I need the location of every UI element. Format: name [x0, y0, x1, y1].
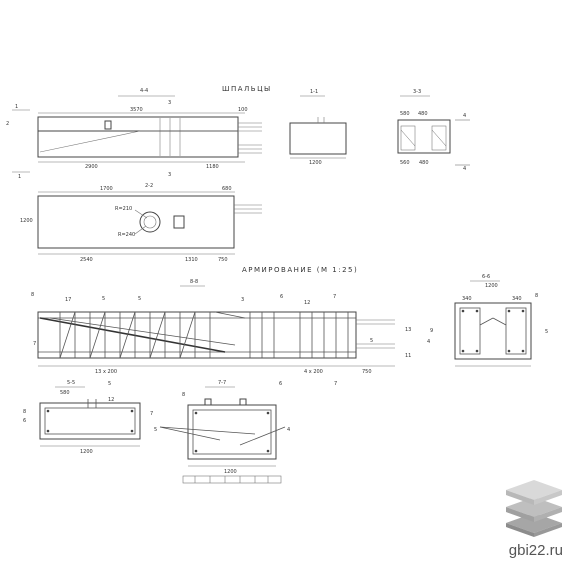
mark-5a: 5 — [102, 296, 105, 302]
beam-plan-2-2 — [37, 195, 235, 249]
dim-580-33: 580 — [400, 111, 410, 117]
mark-8-77: 8 — [182, 392, 185, 398]
dim-1200-55: 1200 — [80, 449, 93, 455]
mark-11: 11 — [405, 353, 411, 359]
lifting-loop — [104, 120, 112, 130]
dim-2900: 2900 — [85, 164, 98, 170]
view-6-6-label: 6-6 — [482, 274, 490, 280]
radius-210: R=210 — [115, 206, 132, 212]
beam-reinforcement-frame — [37, 311, 357, 359]
section-mark-1-bottom: 1 — [18, 174, 21, 180]
view-7-7: 7-7 8 5 4 1200 — [154, 380, 290, 484]
dim-480-33b: 480 — [419, 160, 429, 166]
beam-section-3-3 — [397, 119, 451, 154]
view-4-4-label: 4-4 — [140, 88, 148, 94]
mark-7-left: 7 — [33, 341, 36, 347]
stirrups-group — [59, 312, 349, 358]
view-3-3-label: 3-3 — [413, 89, 421, 95]
view-3-3: 3-3 580 480 560 480 4 4 — [397, 89, 470, 172]
dim-580-55: 580 — [60, 390, 70, 396]
dim-1200-11: 1200 — [309, 160, 322, 166]
dim-340-b: 340 — [512, 296, 522, 302]
view-7-7-label: 7-7 — [218, 380, 226, 386]
mark-4-66: 4 — [427, 339, 430, 345]
view-8-8: 8-8 8 17 5 5 3 6 12 7 — [31, 279, 411, 387]
view-5-5: 5-5 580 8 6 7 12 1200 — [23, 380, 153, 455]
dim-560-33: 560 — [400, 160, 410, 166]
section-mark-3: 3 — [168, 100, 171, 106]
mark-13: 13 — [405, 327, 411, 333]
view-1-1: 1-1 1200 — [289, 89, 347, 166]
mark-7-bottom: 7 — [334, 381, 337, 387]
embed-square — [173, 215, 185, 229]
dim-1200-77: 1200 — [224, 469, 237, 475]
hole-circle-large — [139, 211, 161, 233]
dim-480-33: 480 — [418, 111, 428, 117]
mark-8-55: 8 — [23, 409, 26, 415]
beam-section-7-7 — [187, 404, 277, 460]
dim-2540: 2540 — [80, 257, 93, 263]
mark-12-55: 12 — [108, 397, 114, 403]
dim-1700: 1700 — [100, 186, 113, 192]
view-2-2-label: 2-2 — [145, 183, 153, 189]
beam-section-6-6 — [454, 302, 532, 360]
mark-17: 17 — [65, 297, 71, 303]
dim-750: 750 — [218, 257, 228, 263]
dim-3570: 3570 — [130, 107, 143, 113]
beam-body-4-4 — [37, 116, 239, 158]
mark-9: 9 — [430, 328, 433, 334]
section-mark-1-top: 1 — [15, 104, 18, 110]
mark-8-66: 8 — [535, 293, 538, 299]
mark-5-bottom-a: 5 — [108, 381, 111, 387]
mark-12: 12 — [304, 300, 310, 306]
mark-6: 6 — [280, 294, 283, 300]
dim-680: 680 — [222, 186, 232, 192]
watermark: gbi22.ru — [508, 542, 563, 559]
mark-5-66: 5 — [545, 329, 548, 335]
view-5-5-label: 5-5 — [67, 380, 75, 386]
mark-5b: 5 — [138, 296, 141, 302]
view-8-8-label: 8-8 — [190, 279, 198, 285]
dim-100: 100 — [238, 107, 248, 113]
radius-240: R=240 — [118, 232, 135, 238]
dim-340-a: 340 — [462, 296, 472, 302]
armor-title: АРМИРОВАНИЕ (М 1:25) — [242, 266, 358, 274]
view-2-2: 2-2 1700 680 R=210 R=240 2540 1310 750 1… — [20, 183, 262, 263]
logo-stack-icon — [506, 480, 562, 537]
mark-6-55: 6 — [23, 418, 26, 424]
mark-5c: 5 — [370, 338, 373, 344]
mark-7-55: 7 — [150, 411, 153, 417]
section-mark-4-top: 4 — [463, 113, 466, 119]
view-1-1-label: 1-1 — [310, 89, 318, 95]
dim-1310: 1310 — [185, 257, 198, 263]
section-mark-3-bottom: 3 — [168, 172, 171, 178]
dim-1200-66: 1200 — [485, 283, 498, 289]
section-mark-4-bottom: 4 — [463, 166, 466, 172]
mark-3: 3 — [241, 297, 244, 303]
dim-4x200: 4 x 200 — [304, 369, 323, 375]
beam-section-5-5 — [39, 402, 141, 440]
main-title: ШПАЛЬЦЫ — [222, 85, 272, 93]
mark-4-77: 4 — [287, 427, 290, 433]
section-mark-2: 2 — [6, 121, 9, 127]
view-4-4: 4-4 3 3570 100 1 2 2900 1180 1 3 — [6, 88, 262, 180]
mark-7: 7 — [333, 294, 336, 300]
mark-8: 8 — [31, 292, 34, 298]
view-6-6: 6-6 1200 340 340 9 4 5 8 — [427, 274, 548, 367]
beam-section-1-1 — [289, 122, 347, 155]
dim-1200-22: 1200 — [20, 218, 33, 224]
mark-6-bottom: 6 — [279, 381, 282, 387]
dim-13x200: 13 x 200 — [95, 369, 117, 375]
mark-5-77: 5 — [154, 427, 157, 433]
dim-750-88: 750 — [362, 369, 372, 375]
dim-1180: 1180 — [206, 164, 219, 170]
